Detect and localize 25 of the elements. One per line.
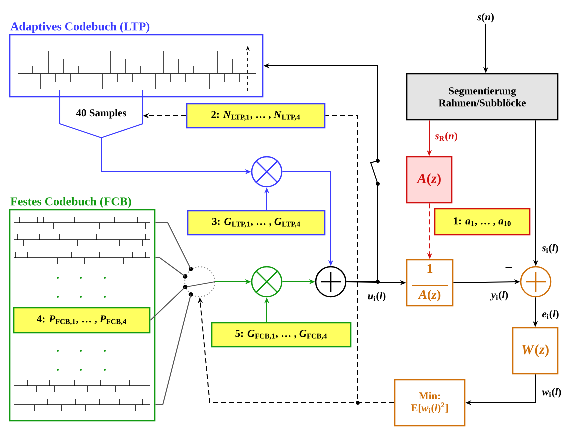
filter-box: A(z) <box>406 156 453 204</box>
edge-label: e$_{i}$(l) <box>541 309 560 321</box>
heading: Adaptives Codebuch (LTP) <box>10 22 150 34</box>
arrow <box>155 258 186 278</box>
adder-symbol <box>315 266 347 298</box>
edge-label: s$_{R}$(n) <box>434 131 459 143</box>
multiplier-symbol <box>251 156 283 188</box>
parameter-box: 4: P$_{FCB,1}$, … , P$_{FCB,4}$ <box>13 307 151 334</box>
edge-label: w$_{i}$(l) <box>541 387 563 399</box>
parameter-box: 2: N$_{LTP,1}$, … , N$_{LTP,4}$ <box>186 103 326 129</box>
edge-label: u$_{i}$(l) <box>366 291 388 303</box>
filter-box: 1 A(z) <box>406 259 454 307</box>
edge-label: s$_{i}$(l) <box>541 243 560 255</box>
parameter-box: 3: G$_{LTP,1}$, … , G$_{LTP,4}$ <box>187 210 326 236</box>
filter-box: W(z) <box>512 327 559 375</box>
multiplier-symbol <box>251 266 283 298</box>
selector-switch <box>183 266 216 298</box>
heading: Festes Codebuch (FCB) <box>10 197 132 208</box>
signal-label: s(n) <box>477 13 494 23</box>
edge-label: y$_{i}$(l) <box>490 290 510 302</box>
adder-symbol <box>520 266 552 298</box>
parameter-box: 5: G$_{FCB,1}$, … , G$_{FCB,4}$ <box>211 322 352 348</box>
process-box: Segmentierung Rahmen/Subblöcke <box>406 73 559 121</box>
min-box: Min: E[w$_{i}$(l)$^{2}$] <box>394 379 466 427</box>
parameter-box: 1: a$_{1}$, … , a$_{10}$ <box>434 208 531 236</box>
